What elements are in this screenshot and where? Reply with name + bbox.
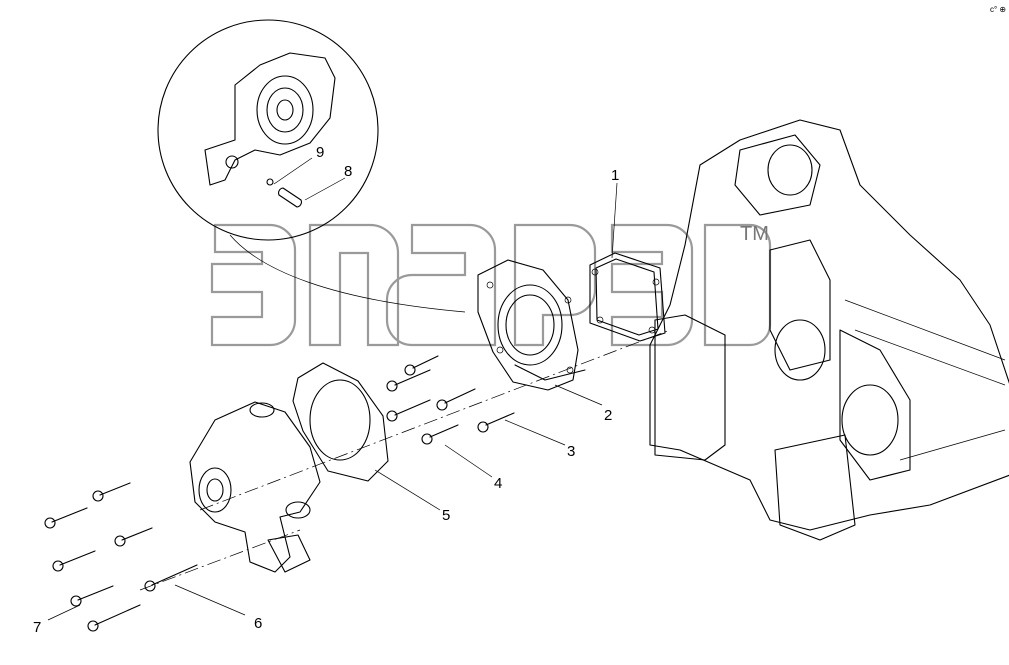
callout-2: 2: [604, 407, 612, 424]
watermark-tm: TM: [740, 223, 769, 245]
callout-5: 5: [442, 507, 450, 524]
adapter-plate-part-2: [477, 259, 586, 391]
leader-lines: [47, 182, 618, 621]
detail-inset: [157, 19, 466, 313]
callout-6: 6: [254, 615, 262, 632]
corner-mark: c° ⊕: [990, 5, 1006, 14]
water-pump: [189, 401, 321, 573]
callout-9: 9: [316, 144, 324, 161]
callout-4: 4: [494, 475, 502, 492]
engine-block: [649, 119, 1009, 541]
bolts-group-6-7: [44, 482, 198, 632]
gasket-part-1: [589, 252, 666, 342]
bolts-group-3-4: [386, 355, 515, 445]
callout-8: 8: [344, 163, 352, 180]
watermark-logo: TM: [210, 223, 772, 347]
gasket-part-5: [292, 362, 389, 482]
callout-3: 3: [567, 443, 575, 460]
callout-7: 7: [33, 619, 41, 636]
callout-1: 1: [611, 167, 619, 184]
